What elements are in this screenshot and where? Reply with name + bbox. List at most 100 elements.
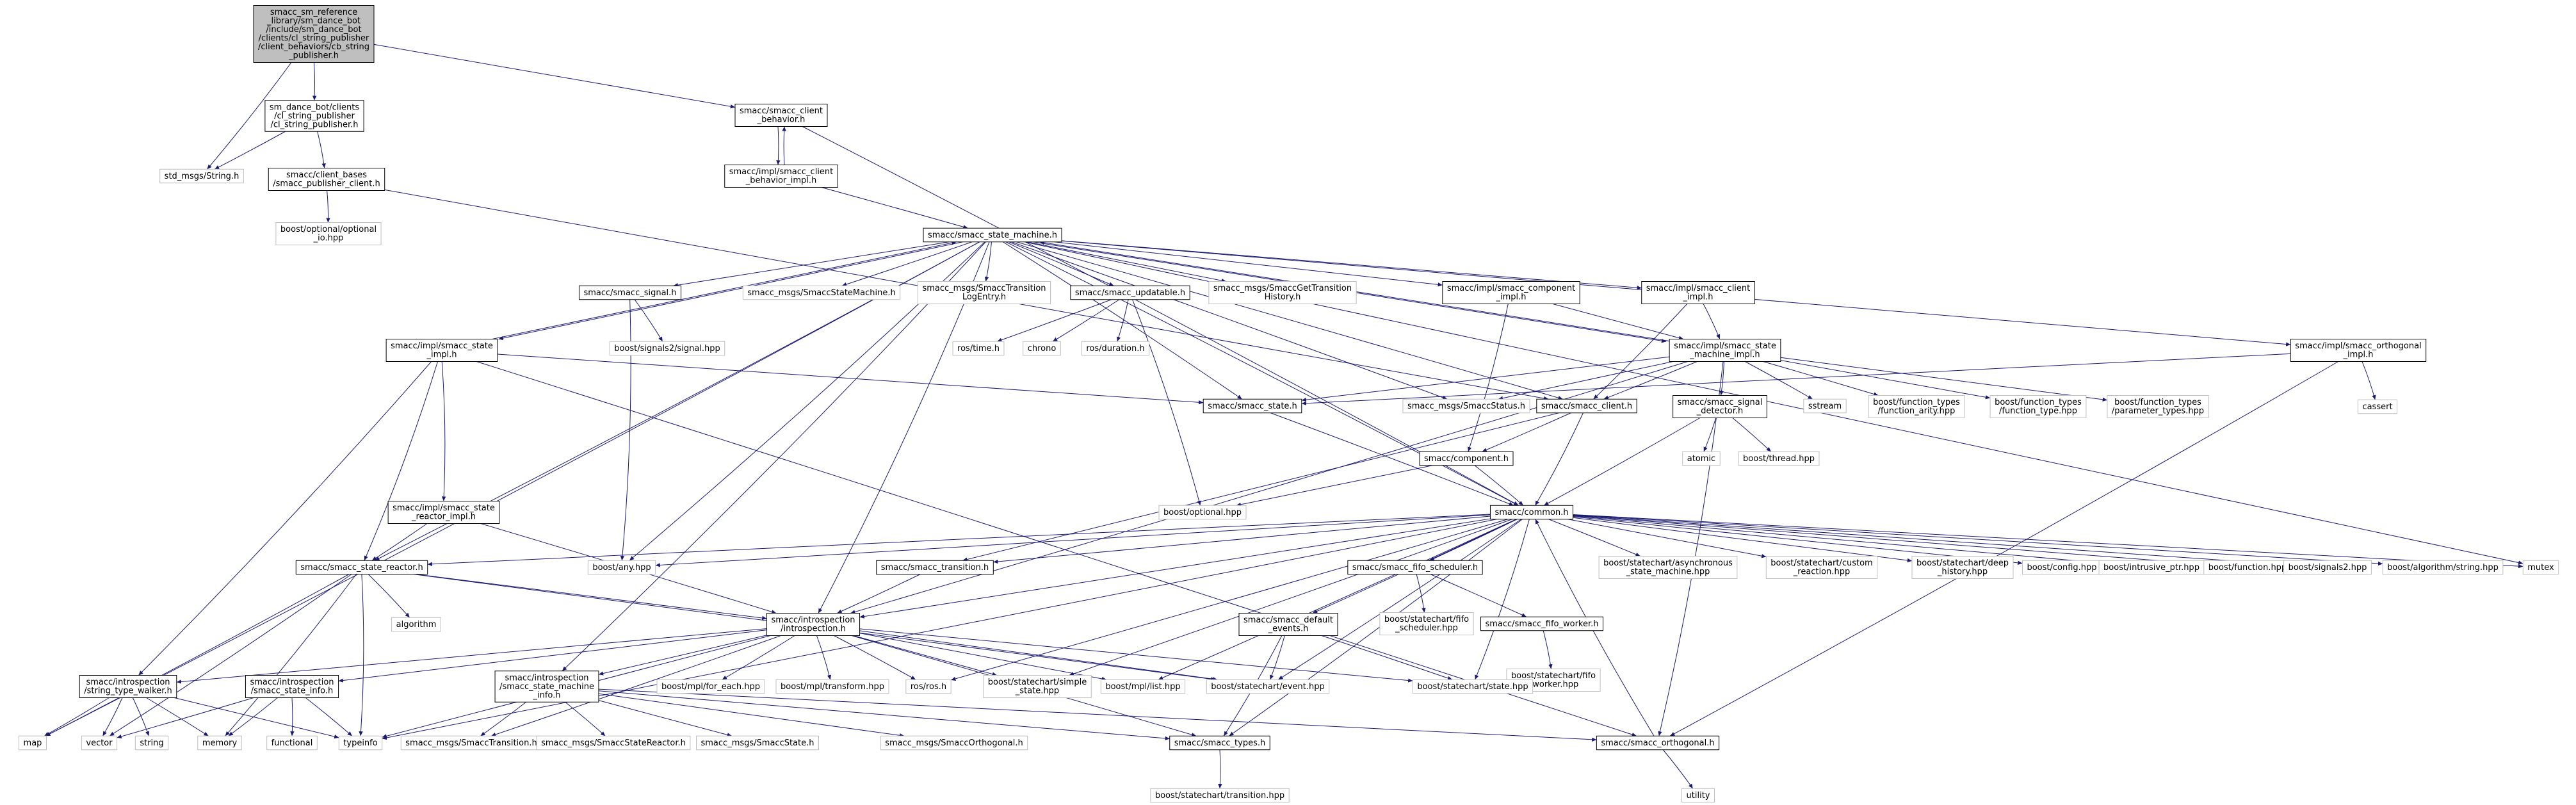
file-node-msgs-transition: smacc_msgs/SmaccTransition.h <box>400 735 542 751</box>
file-node-label: boost/statechart/event.hpp <box>1211 682 1324 692</box>
file-node-box <box>19 735 47 751</box>
file-node-label: _impl.h <box>426 350 457 360</box>
file-node-label: /clients/cl_string_publisher <box>259 34 369 44</box>
file-node-label: ros/ros.h <box>911 682 946 692</box>
file-node-box <box>1803 398 1847 414</box>
file-node-label: /function_type.hpp <box>1999 407 2077 416</box>
dependency-edge <box>1236 465 1433 507</box>
file-node-box <box>134 735 169 751</box>
dependency-edge <box>993 516 1491 564</box>
file-node-sc-deep: boost/statechart/deep_history.hpp <box>1911 556 2014 579</box>
dependency-edge <box>1321 635 1453 680</box>
file-node-sc-simple-state: boost/statechart/simple_state.hpp <box>983 675 1092 698</box>
file-node-bf-params: boost/function_types/parameter_types.hpp <box>2107 395 2209 418</box>
dependency-edge <box>441 361 446 501</box>
dependency-edge <box>859 628 1413 683</box>
file-node-smacc-client-behavior[interactable]: smacc/smacc_client_behavior.h <box>734 104 828 127</box>
file-node-smacc-fifo-worker[interactable]: smacc/smacc_fifo_worker.h <box>1480 616 1604 631</box>
file-node-smacc-msgs-state-machine: smacc_msgs/SmaccStateMachine.h <box>742 285 901 300</box>
file-node-boost-signals2-signal: boost/signals2/signal.hpp <box>609 341 725 356</box>
file-node-string-type-walker[interactable]: smacc/introspection/string_type_walker.h <box>79 675 177 698</box>
dependency-edge <box>492 241 957 339</box>
file-node-label: _scheduler.hpp <box>1395 624 1458 633</box>
dependency-edge <box>1301 356 1670 402</box>
dependency-edge <box>854 635 997 676</box>
file-node-box <box>696 735 819 751</box>
file-node-map: map <box>19 735 47 751</box>
file-node-label: smacc/smacc_types.h <box>1174 738 1265 748</box>
file-node-label: /include/sm_dance_bot <box>266 25 361 35</box>
file-node-smacc-orthogonal-impl[interactable]: smacc/impl/smacc_orthogonal_impl.h <box>2290 339 2427 362</box>
file-node-label: boost/statechart/deep <box>1916 558 2009 568</box>
file-node-smacc-signal[interactable]: smacc/smacc_signal.h <box>578 285 682 300</box>
dependency-edge <box>174 697 339 739</box>
file-node-box <box>1536 398 1637 414</box>
dependency-edge <box>1270 412 1514 506</box>
file-node-label: _state_machine.hpp <box>1626 567 1710 577</box>
file-node-label: History.h <box>1265 293 1301 302</box>
file-node-label: boost/function_types <box>1873 398 1960 407</box>
file-node-label: /string_type_walker.h <box>84 687 172 696</box>
dependency-edge <box>1780 357 2107 402</box>
file-node-component[interactable]: smacc/component.h <box>1419 451 1514 466</box>
file-node-smacc-client-impl[interactable]: smacc/impl/smacc_client_impl.h <box>1641 281 1755 304</box>
file-node-smacc-client[interactable]: smacc/smacc_client.h <box>1536 398 1637 414</box>
file-node-sm-info[interactable]: smacc/introspection/smacc_state_machine_… <box>494 671 599 703</box>
file-node-box <box>1100 679 1186 694</box>
dependency-edge <box>722 635 795 680</box>
file-node-smacc-state-info[interactable]: smacc/introspection/smacc_state_info.h <box>245 675 339 698</box>
file-node-box <box>266 735 318 751</box>
file-node-label: boost/function.hpp <box>2208 563 2287 573</box>
file-node-smacc-client-behavior-impl[interactable]: smacc/impl/smacc_client_behavior_impl.h <box>724 165 838 188</box>
dependency-edge <box>1027 241 1227 283</box>
file-node-introspection[interactable]: smacc/introspection/introspection.h <box>766 613 861 636</box>
file-node-box <box>1347 560 1483 575</box>
file-node-root[interactable]: smacc_sm_reference_library/sm_dance_bot/… <box>253 5 375 63</box>
file-node-smacc-publisher-client[interactable]: smacc/client_bases/smacc_publisher_clien… <box>268 168 385 191</box>
dependency-edge <box>498 241 963 341</box>
file-node-box <box>1480 616 1604 631</box>
file-node-box <box>338 735 383 751</box>
file-node-label: smacc/impl/smacc_state <box>1674 341 1776 351</box>
file-node-smacc-state-reactor-impl[interactable]: smacc/impl/smacc_state_reactor_impl.h <box>387 501 500 524</box>
file-node-smacc-signal-detector[interactable]: smacc/smacc_signal_detector.h <box>1673 395 1767 418</box>
file-node-label: _reactor_impl.h <box>411 512 476 522</box>
file-node-box <box>295 560 428 575</box>
file-node-smacc-component-impl[interactable]: smacc/impl/smacc_component_impl.h <box>1442 281 1580 304</box>
file-node-smacc-types[interactable]: smacc/smacc_types.h <box>1169 735 1270 751</box>
file-node-label: boost/optional.hpp <box>1163 508 1242 517</box>
file-node-box <box>81 735 118 751</box>
file-node-smacc-state[interactable]: smacc/smacc_state.h <box>1203 398 1302 414</box>
dependency-edge <box>1482 412 1571 452</box>
file-node-label: _detector.h <box>1696 407 1744 416</box>
file-node-smacc-orthogonal[interactable]: smacc/smacc_orthogonal.h <box>1596 735 1720 751</box>
file-node-label: smacc/impl/smacc_client <box>729 167 834 177</box>
file-node-box <box>952 341 1005 356</box>
file-node-smacc-transition[interactable]: smacc/smacc_transition.h <box>876 560 994 575</box>
file-node-smacc-state-impl[interactable]: smacc/impl/smacc_state_impl.h <box>385 339 498 362</box>
file-node-box <box>387 501 500 524</box>
file-node-cl-string-publisher[interactable]: sm_dance_bot/clients/cl_string_publisher… <box>264 100 364 132</box>
file-node-common[interactable]: smacc/common.h <box>1489 505 1574 520</box>
dependency-edge <box>598 693 905 738</box>
file-node-label: smacc/smacc_state_reactor.h <box>300 563 423 573</box>
dependency-edge <box>305 697 353 736</box>
file-node-smacc-state-machine-impl[interactable]: smacc/impl/smacc_state_machine_impl.h <box>1669 339 1781 362</box>
dependency-edge <box>821 187 968 229</box>
file-node-smacc-state-machine[interactable]: smacc/smacc_state_machine.h <box>923 227 1062 243</box>
file-node-smacc-state-reactor[interactable]: smacc/smacc_state_reactor.h <box>295 560 428 575</box>
file-node-label: boost/statechart/state.hpp <box>1417 682 1528 692</box>
file-node-smacc-default-events[interactable]: smacc/smacc_default_events.h <box>1238 613 1338 636</box>
file-node-label: _state.hpp <box>1015 687 1059 696</box>
file-node-box <box>1081 341 1150 356</box>
dependency-edge <box>138 361 432 676</box>
file-node-boost-any: boost/any.hpp <box>587 560 656 575</box>
dependency-edge <box>371 523 428 561</box>
file-node-bf-type: boost/function_types/function_type.hpp <box>1989 395 2087 418</box>
file-node-smacc-fifo-scheduler[interactable]: smacc/smacc_fifo_scheduler.h <box>1347 560 1483 575</box>
dependency-edge <box>951 519 1508 681</box>
file-node-label: boost/statechart/fifo <box>1511 671 1596 681</box>
file-node-mutex: mutex <box>2522 560 2559 575</box>
file-node-smacc-updatable[interactable]: smacc/smacc_updatable.h <box>1070 285 1190 300</box>
file-node-label: /introspection.h <box>781 624 846 634</box>
